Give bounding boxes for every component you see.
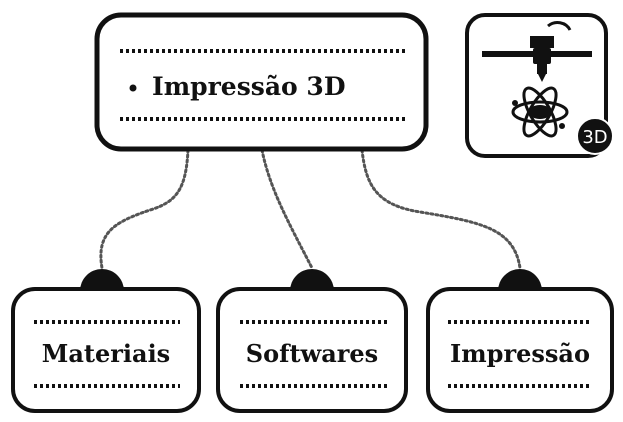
- root-node-box: [94, 12, 429, 152]
- 3d-badge-text: 3D: [582, 127, 607, 148]
- root-bullet: [129, 84, 137, 92]
- child-node-box-softwares: [216, 287, 408, 413]
- connector-knob-softwares: [290, 269, 334, 291]
- child-node-box-impressao: [426, 287, 614, 413]
- child-node-materiais: Materiais: [11, 269, 201, 413]
- 3d-printer-atom-icon: [482, 21, 592, 138]
- root-title: Impressão 3D: [152, 72, 346, 101]
- connector-softwares: [260, 148, 314, 270]
- child-title-impressao: Impressão: [450, 339, 590, 368]
- child-node-box-materiais: [11, 287, 201, 413]
- connector-knob-impressao: [498, 269, 542, 291]
- 3d-badge-circle: [576, 117, 614, 155]
- root-node: Impressão 3D: [94, 12, 429, 152]
- connectors: [99, 148, 522, 270]
- child-title-materiais: Materiais: [42, 339, 170, 368]
- connector-knob-materiais: [80, 269, 124, 291]
- child-title-softwares: Softwares: [246, 339, 378, 368]
- child-node-impressao: Impressão: [426, 269, 614, 413]
- printer-badge-frame: [465, 13, 608, 158]
- printer-badge: 3D: [465, 13, 614, 158]
- child-node-softwares: Softwares: [216, 269, 408, 413]
- connector-impressao: [360, 148, 522, 270]
- connector-materiais: [99, 148, 190, 270]
